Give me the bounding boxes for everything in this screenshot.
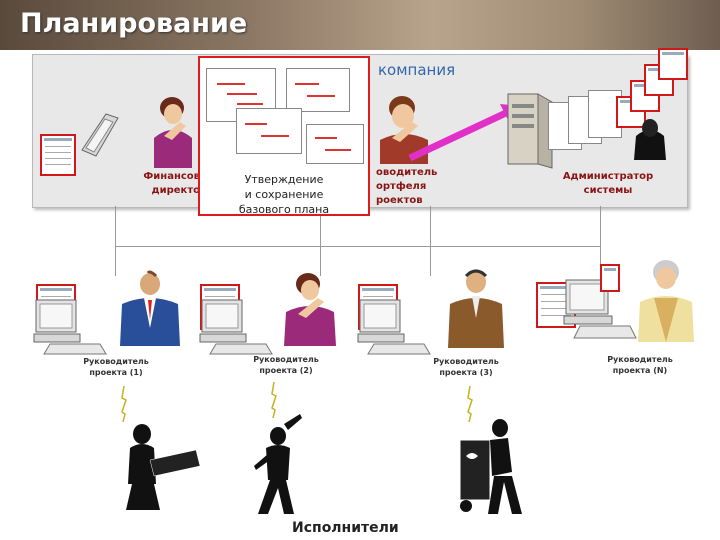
approval-line3: базового плана [200,202,368,217]
company-label: компания [378,61,455,79]
lightning-icon [268,382,280,418]
portfolio-label-line1: оводитель [376,166,456,180]
pm1-label-line2: проекта (1) [66,367,166,378]
executors-label: Исполнители [292,520,399,536]
pm1-label-line1: Руководитель [66,356,166,367]
pmn-person-icon [632,258,700,342]
pm3-computer-icon [354,296,434,356]
portfolio-manager-label: оводитель ортфеля роектов [376,166,456,208]
pm3-person-icon [440,268,512,348]
document-icon [40,134,76,176]
page-title: Планирование [20,8,247,39]
connector-main-horizontal [115,246,600,247]
admin-label: Администратор системы [548,170,668,198]
cfo-label: Финансов директо [130,170,200,198]
lightning-icon [118,386,130,422]
pm2-label-line2: проекта (2) [236,365,336,376]
portfolio-label-line3: роектов [376,194,456,208]
pmn-document-icon-2 [600,264,620,292]
gantt-doc-3 [236,108,302,154]
pm2-label-line1: Руководитель [236,354,336,365]
admin-person-icon [630,116,670,160]
cfo-label-line2: директо [130,184,200,198]
pm1-label: Руководитель проекта (1) [66,356,166,378]
cfo-label-line1: Финансов [130,170,200,184]
worker-typing-icon [120,420,204,510]
worker-cheering-icon [248,414,312,514]
pm2-person-icon [278,270,344,346]
pm3-label-line2: проекта (3) [416,367,516,378]
pm2-computer-icon [196,296,276,356]
portfolio-label-line2: ортфеля [376,180,456,194]
gantt-doc-2 [286,68,350,112]
approval-text: Утверждение и сохранение базового плана [200,172,368,217]
connector-v3 [430,206,431,276]
header-banner: Планирование [0,0,720,50]
cfo-person-icon [146,96,200,168]
pm1-person-icon [112,270,188,346]
pm3-label: Руководитель проекта (3) [416,356,516,378]
admin-doc-stack-4 [658,48,688,80]
admin-label-line2: системы [548,184,668,198]
admin-label-line1: Администратор [548,170,668,184]
gantt-doc-4 [306,124,364,164]
pmn-label: Руководитель проекта (N) [590,354,690,376]
connector-v1 [115,206,116,276]
connector-v2 [320,216,321,276]
pmn-label-line2: проекта (N) [590,365,690,376]
pm2-label: Руководитель проекта (2) [236,354,336,376]
pm1-computer-icon [30,296,110,356]
monitor-icon [74,110,124,165]
worker-moving-icon [446,416,526,516]
pmn-label-line1: Руководитель [590,354,690,365]
pm3-label-line1: Руководитель [416,356,516,367]
approval-line1: Утверждение [200,172,368,187]
approval-line2: и сохранение [200,187,368,202]
